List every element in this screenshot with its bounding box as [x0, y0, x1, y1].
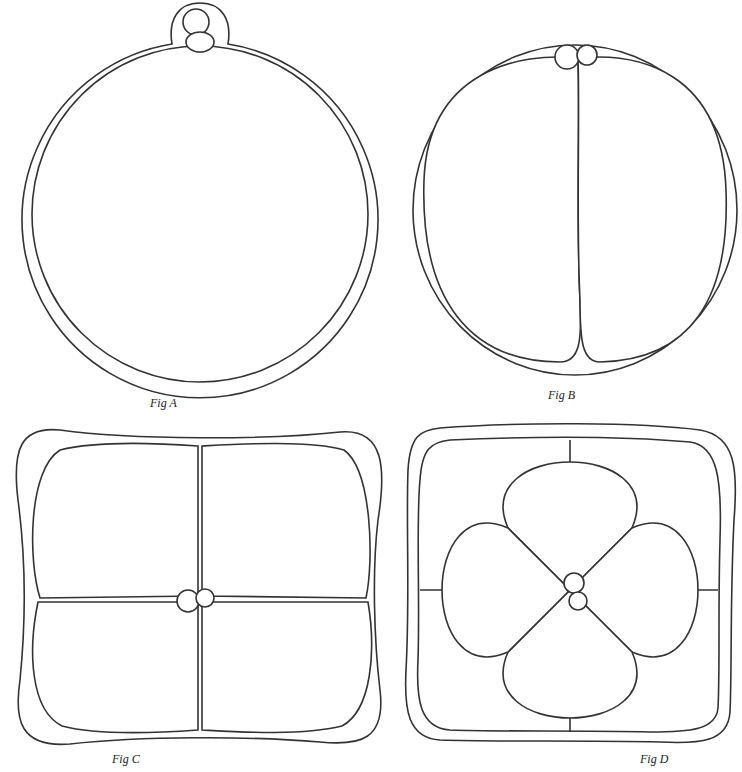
blastomere [33, 602, 198, 733]
blastomere [424, 57, 581, 362]
egg-figure-b [413, 45, 737, 375]
figure-label: Fig D [640, 752, 668, 767]
polar-body [577, 45, 597, 65]
figure-label: Fig B [548, 388, 575, 403]
egg-membrane [406, 424, 736, 743]
polar-body [196, 589, 214, 607]
blastomere [578, 57, 726, 362]
egg-membrane [413, 45, 737, 375]
figure-label: Fig A [150, 396, 177, 411]
polar-body [186, 32, 214, 52]
blastomere [33, 444, 198, 599]
egg-membrane [16, 430, 382, 745]
egg-cell [32, 46, 368, 382]
figure-label: Fig C [112, 752, 140, 767]
egg-membrane [22, 3, 378, 398]
egg-figure-c [16, 430, 382, 745]
egg-figure-a [22, 3, 378, 398]
polar-body [555, 45, 579, 69]
polar-body [183, 9, 209, 35]
micromere [442, 523, 570, 657]
blastomere [202, 602, 372, 733]
egg-figure-d [375, 395, 742, 772]
polar-body [564, 573, 584, 593]
macromere-layer [418, 437, 721, 732]
blastomere [202, 444, 370, 599]
polar-body [569, 592, 587, 610]
